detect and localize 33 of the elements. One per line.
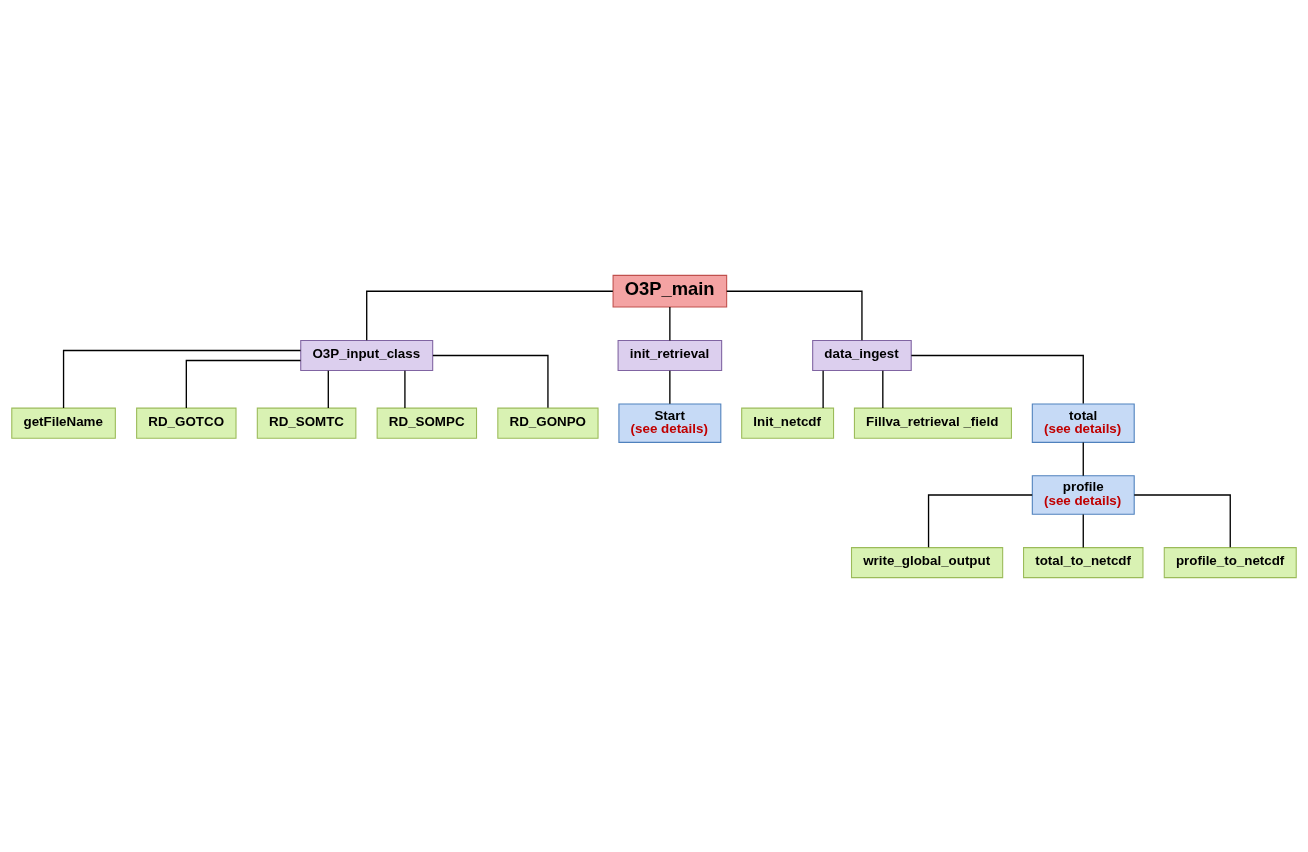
node-box: profile (see details) <box>1031 474 1135 515</box>
node-box: data_ingest <box>812 339 912 371</box>
node-box: O3P_input_class <box>300 339 434 371</box>
node-box: Fillva_retrieval _field <box>853 407 1012 439</box>
connector <box>910 354 1084 404</box>
connector <box>404 369 406 409</box>
node-box: init_retrieval <box>617 339 723 371</box>
connector <box>1082 441 1084 476</box>
connector <box>669 305 671 341</box>
node-box: RD_SOMPC <box>376 407 478 439</box>
node-box: RD_GONPO <box>497 407 599 439</box>
node-box: O3P_main <box>612 274 728 308</box>
connector <box>726 290 863 341</box>
node-box: getFileName <box>11 407 116 439</box>
connector <box>62 349 302 409</box>
node-box: Start (see details) <box>618 402 722 443</box>
connector <box>432 354 549 408</box>
node-box: profile_to_netcdf <box>1163 546 1297 578</box>
node-box: RD_GOTCO <box>136 407 237 439</box>
node-box: total (see details) <box>1031 402 1135 443</box>
connector <box>327 369 329 409</box>
connector <box>366 290 614 341</box>
connector <box>185 359 302 409</box>
connector <box>927 493 1033 548</box>
connector <box>1082 513 1084 548</box>
connector <box>669 369 671 404</box>
node-box: RD_SOMTC <box>256 407 357 439</box>
connector <box>1133 493 1231 548</box>
node-box: write_global_output <box>850 546 1004 578</box>
node-box: total_to_netcdf <box>1023 546 1144 578</box>
connector <box>882 369 884 409</box>
connector <box>822 369 824 409</box>
node-box: Init_netcdf <box>741 407 835 439</box>
